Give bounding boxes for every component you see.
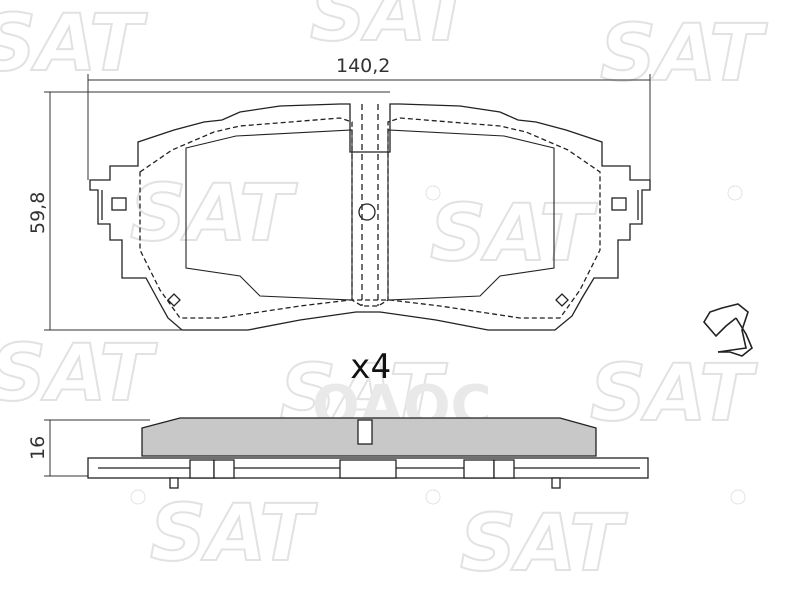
watermark-text: SAT	[0, 0, 148, 89]
backing-plate-outline	[89, 103, 651, 331]
watermark-layer: SAT SAT SAT SAT SAT SAT SAT SAT SAT SAT …	[0, 0, 769, 590]
watermark-text: SAT	[0, 329, 158, 419]
width-dimension-label: 140,2	[336, 55, 390, 77]
watermark-text: SAT	[460, 499, 628, 589]
pad-top-view	[89, 103, 651, 331]
registered-mark-icon	[425, 489, 441, 505]
shim-tab	[339, 459, 397, 479]
pad-side-view	[87, 417, 649, 489]
center-slot	[357, 419, 373, 445]
friction-inner-left	[185, 129, 353, 301]
wear-sensor-hole	[358, 203, 376, 221]
spring-clip-icon	[703, 303, 753, 357]
watermark-text: SAT	[150, 489, 318, 579]
watermark-text: SAT	[130, 169, 298, 259]
dimension-lines	[44, 74, 651, 477]
registered-mark-icon	[730, 489, 746, 505]
left-marker	[167, 293, 181, 307]
registered-mark-icon	[727, 185, 743, 201]
friction-outline-dashed	[139, 117, 601, 319]
right-marker	[555, 293, 569, 307]
clip-pin	[551, 477, 561, 489]
watermark-text: SAT	[310, 0, 478, 59]
registered-mark-icon	[130, 489, 146, 505]
watermark-text: SAT	[590, 349, 758, 439]
shim-tab	[213, 459, 235, 479]
right-tab-slot	[611, 197, 627, 211]
registered-mark-icon	[425, 185, 441, 201]
shim-tab	[493, 459, 515, 479]
watermark-text: SAT	[600, 9, 768, 99]
height-dimension-label: 59,8	[27, 192, 49, 234]
friction-inner-right	[387, 129, 555, 301]
thickness-dimension-label: 16	[27, 436, 49, 460]
watermark-text: SAT	[430, 189, 598, 279]
quantity-label: x4	[350, 347, 391, 387]
shim-tab	[463, 459, 495, 479]
shim-tab	[189, 459, 215, 479]
left-tab-slot	[111, 197, 127, 211]
clip-pin	[169, 477, 179, 489]
